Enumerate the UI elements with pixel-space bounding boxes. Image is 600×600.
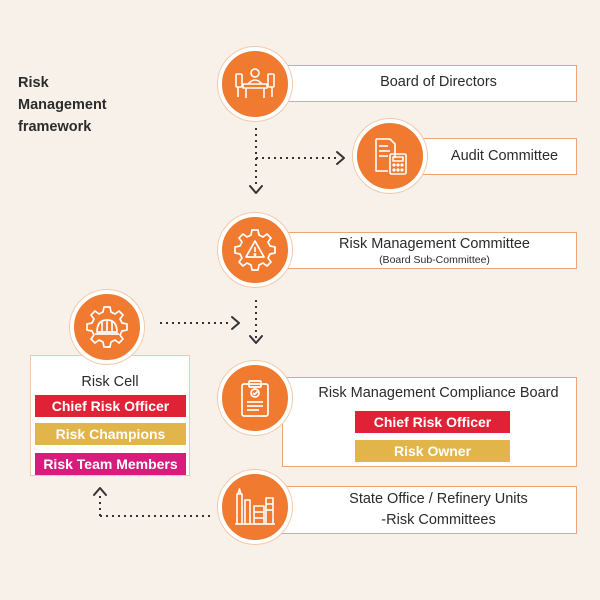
board-box (282, 65, 577, 102)
rmc-label: Risk Management Committee (339, 236, 530, 252)
diagram-title: Risk Management framework (18, 72, 107, 138)
rmc-sublabel: (Board Sub-Committee) (379, 254, 490, 266)
arrowhead-board-down (249, 185, 263, 194)
title-line-2: Management (18, 97, 107, 113)
riskcell-label: Risk Cell (81, 374, 139, 390)
arrowhead-audit (336, 151, 345, 165)
audit-circle (353, 119, 427, 193)
rmc-box (282, 232, 577, 269)
compliance-role-chief-risk-officer: Chief Risk Officer (355, 411, 510, 433)
arrowhead-rmc-down (249, 335, 263, 344)
clipboard-check-icon (241, 380, 269, 417)
board-label: Board of Directors (380, 74, 497, 90)
arrowhead-up-riskcell (93, 487, 107, 496)
riskcell-role-chief-risk-officer: Chief Risk Officer (35, 395, 186, 417)
title-line-1: Risk (18, 75, 49, 91)
refinery-icon (235, 488, 275, 525)
state-circle (218, 470, 292, 544)
state-label-line-1: State Office / Refinery Units (349, 491, 528, 507)
calculator-document-icon (375, 138, 407, 175)
board-circle (218, 47, 292, 121)
title-line-3: framework (18, 119, 92, 135)
arrowhead-riskcell-right (231, 316, 240, 330)
state-label-line-2: -Risk Committees (381, 512, 496, 528)
gear-hardhat-icon (86, 306, 128, 348)
state-box (282, 486, 577, 534)
boardroom-icon (235, 68, 275, 98)
compliance-label: Risk Management Compliance Board (318, 385, 559, 401)
rmc-circle (218, 213, 292, 287)
riskcell-role-risk-team-members: Risk Team Members (35, 453, 186, 475)
audit-box (418, 138, 577, 175)
compliance-role-risk-owner: Risk Owner (355, 440, 510, 462)
gear-warning-icon (234, 229, 276, 271)
riskcell-circle (70, 290, 144, 364)
riskcell-role-risk-champions: Risk Champions (35, 423, 186, 445)
compliance-circle (218, 361, 292, 435)
audit-label: Audit Committee (450, 148, 559, 164)
